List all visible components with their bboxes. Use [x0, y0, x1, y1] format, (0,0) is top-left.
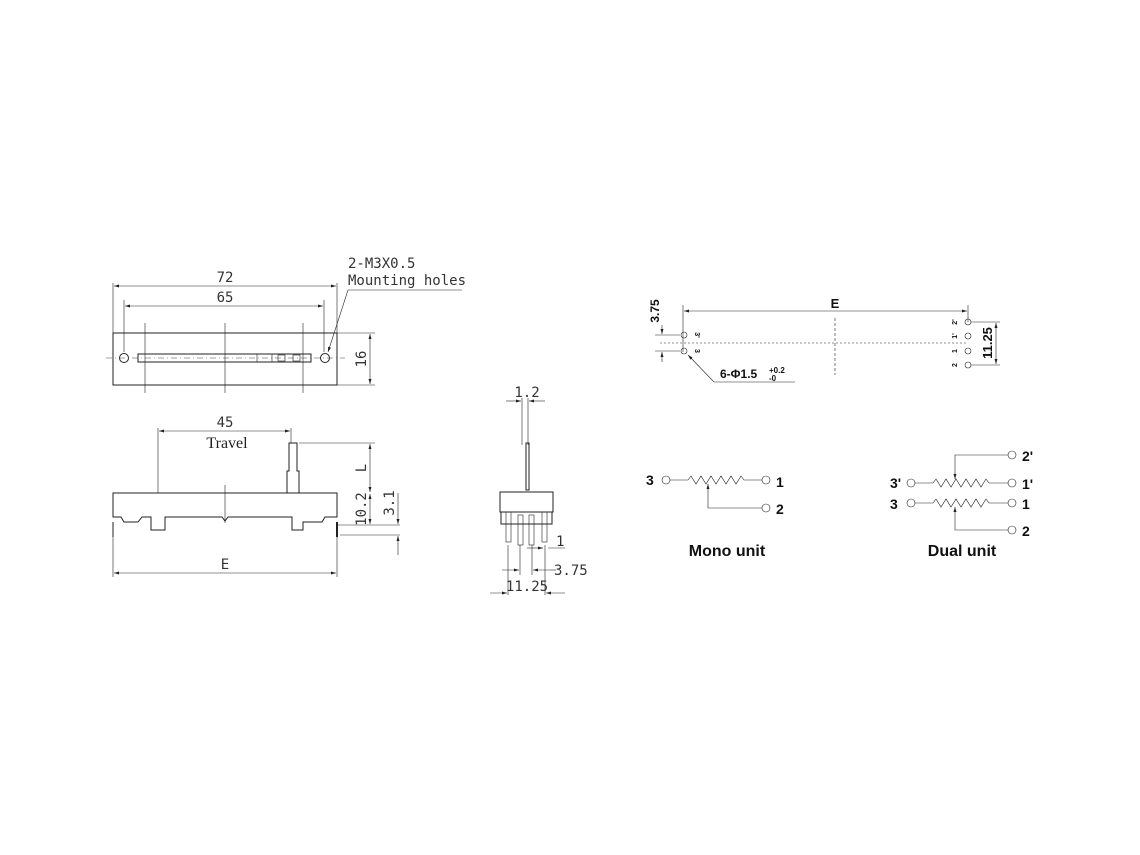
- pcb-hole: [680, 331, 688, 339]
- dim-1: 1: [556, 534, 564, 550]
- pcb-hole: [964, 361, 972, 369]
- tol-minus: -0: [769, 374, 777, 383]
- mono-schematic: 3 1 2 Mono unit: [646, 472, 784, 560]
- top-view: 72 65 16 2-M3X0.5 Mounting holes: [106, 256, 466, 393]
- dual-pin-3: 3: [890, 496, 898, 512]
- pcb-layout: E 3.75 3' 3 2' 1' 1 2 11.25 6-Φ1.5 +0.2 …: [648, 296, 1000, 383]
- pin-label-2p: 2': [952, 319, 959, 325]
- dual-pin-1: 1: [1022, 496, 1030, 512]
- dim-3-1: 3.1: [382, 490, 398, 515]
- pcb-dim-3-75: 3.75: [648, 299, 662, 323]
- dual-pin-2p: 2': [1022, 448, 1033, 464]
- side-view: 45 Travel L 10.2 3.1 E: [112, 415, 400, 577]
- dual-title: Dual unit: [928, 543, 997, 560]
- dual-pin-1p: 1': [1022, 476, 1033, 492]
- dim-16: 16: [354, 351, 370, 368]
- pcb-dim-E: E: [831, 296, 840, 311]
- pcb-hole: [680, 347, 688, 355]
- tol-plus: +0.2: [769, 366, 785, 375]
- dim-3-75: 3.75: [554, 563, 588, 579]
- pcb-hole: [964, 347, 972, 355]
- dual-pin-2: 2: [1022, 523, 1030, 539]
- dim-45: 45: [217, 415, 234, 431]
- hole-label: Mounting holes: [348, 273, 466, 289]
- pin-label-2: 2: [952, 363, 959, 367]
- hole-spec: 2-M3X0.5: [348, 256, 415, 272]
- dual-schematic: 2' 3' 1' 3 1 2 Dual unit: [890, 448, 1033, 560]
- mono-pin-2: 2: [776, 501, 784, 517]
- pin-label-3p: 3': [693, 332, 700, 338]
- pin-label-3: 3: [693, 349, 700, 353]
- mono-title: Mono unit: [689, 543, 766, 560]
- pcb-hole: [964, 332, 972, 340]
- mono-pin-3: 3: [646, 472, 654, 488]
- pin-label-1p: 1': [952, 333, 959, 339]
- dim-65: 65: [217, 290, 234, 306]
- mono-pin-1: 1: [776, 474, 784, 490]
- dim-72: 72: [217, 270, 234, 286]
- dim-11-25: 11.25: [506, 579, 548, 595]
- end-view: 1.2 1 3.75 11.25: [490, 385, 588, 595]
- dim-10-2: 10.2: [354, 492, 370, 526]
- pcb-hole-spec: 6-Φ1.5: [720, 367, 758, 381]
- pcb-dim-11-25: 11.25: [980, 327, 995, 359]
- dual-pin-3p: 3': [890, 475, 901, 491]
- dim-L: L: [354, 464, 370, 472]
- dim-E: E: [221, 557, 229, 573]
- dim-1-2: 1.2: [514, 385, 539, 401]
- pin-label-1: 1: [952, 349, 959, 353]
- travel-label: Travel: [206, 435, 248, 452]
